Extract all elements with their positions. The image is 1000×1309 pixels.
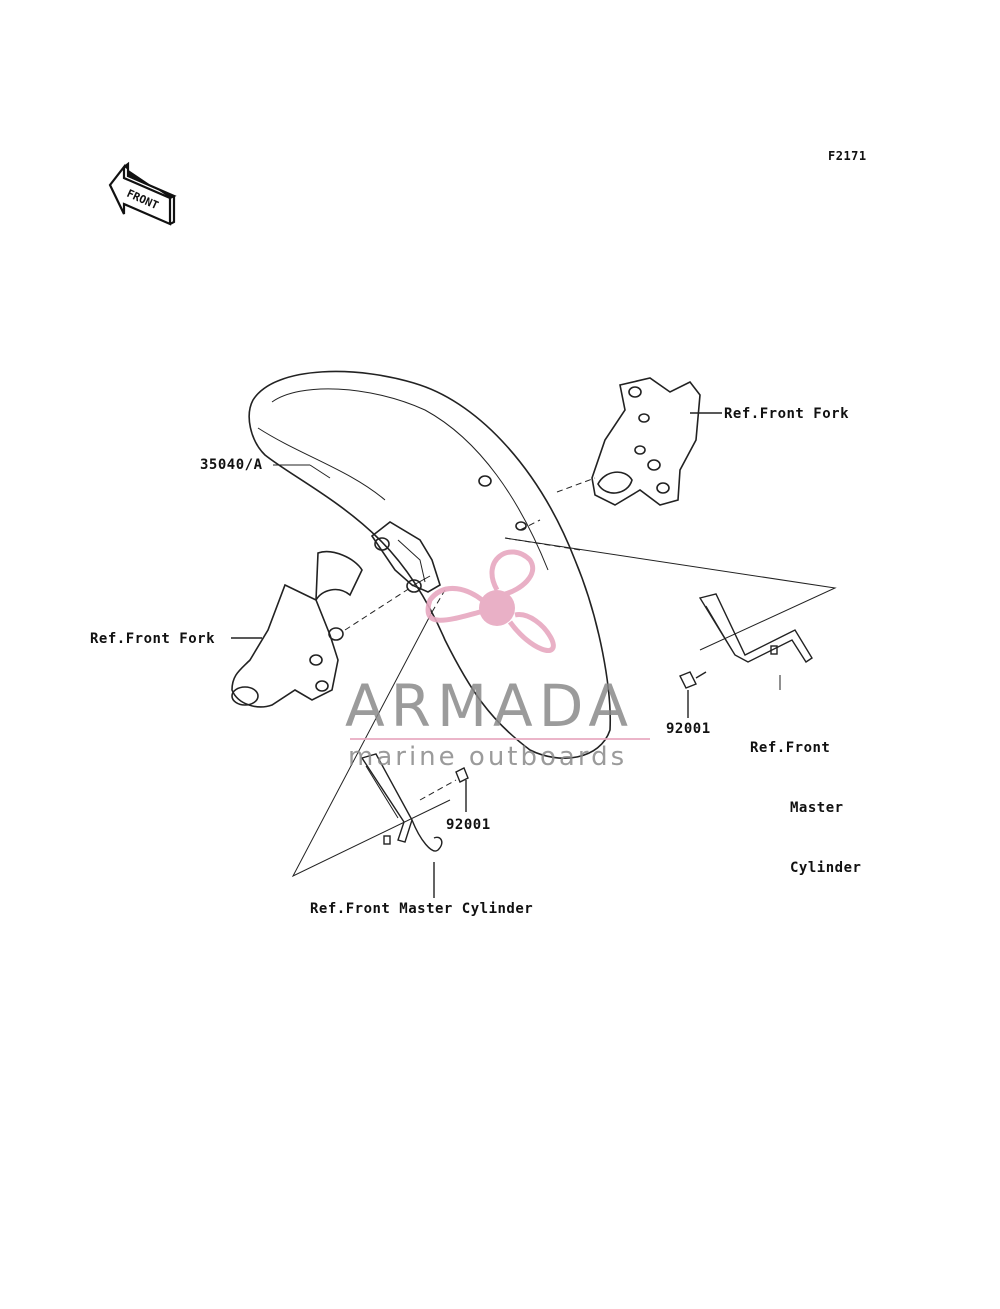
label-fender-part: 35040/A: [200, 457, 263, 473]
leader-lines: [273, 464, 837, 878]
label-master-cylinder-right-line2: Master: [790, 800, 844, 816]
front-fender: [248, 370, 612, 759]
front-fork-left: [231, 551, 363, 708]
figure-code: F2171: [828, 149, 867, 163]
label-master-cylinder-right: Ref.Front Master Cylinder: [750, 698, 861, 898]
bracket-right: [679, 593, 813, 718]
bracket-left: [360, 753, 469, 898]
label-front-fork-left: Ref.Front Fork: [90, 631, 216, 647]
label-bolt-right: 92001: [666, 721, 711, 737]
label-master-cylinder-bottom: Ref.Front Master Cylinder: [310, 901, 534, 917]
watermark-tagline: marine outboards: [348, 742, 628, 772]
front-fork-right: [591, 377, 722, 506]
label-front-fork-right: Ref.Front Fork: [724, 406, 850, 422]
front-arrow-icon: FRONT: [108, 161, 177, 226]
label-master-cylinder-right-line1: Ref.Front: [750, 740, 831, 756]
watermark-logo-icon: [425, 549, 556, 653]
watermark-divider: [350, 738, 650, 740]
label-bolt-left: 92001: [446, 817, 491, 833]
label-master-cylinder-right-line3: Cylinder: [790, 860, 862, 876]
watermark-brand: ARMADA: [345, 672, 635, 740]
